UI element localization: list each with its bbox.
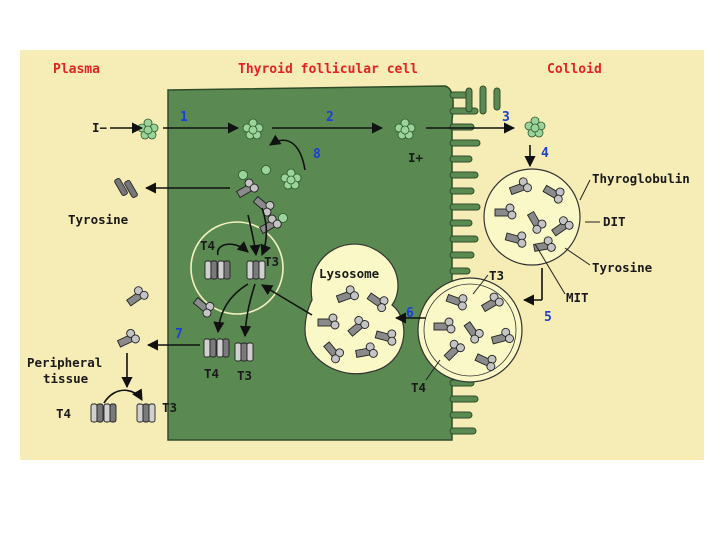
label-iodide-minus: I− <box>92 120 108 135</box>
step-7: 7 <box>175 327 183 342</box>
step-2: 2 <box>326 110 334 125</box>
recycled-iodine <box>238 165 302 223</box>
label-t3-deiodination: T3 <box>264 254 279 269</box>
hormone-t3-vesicle <box>246 260 266 280</box>
label-tissue: tissue <box>43 371 89 386</box>
label-peripheral: Peripheral <box>27 355 102 370</box>
label-mit: MIT <box>566 290 589 305</box>
tyrosine-released <box>114 177 138 199</box>
header-plasma: Plasma <box>53 62 100 77</box>
label-lysosome: Lysosome <box>319 266 380 281</box>
step-3: 3 <box>502 110 510 125</box>
step-4: 4 <box>541 146 549 161</box>
colloid-droplet-inner <box>423 283 517 377</box>
label-t4-release: T4 <box>204 366 219 381</box>
label-t4-deiodination: T4 <box>200 238 215 253</box>
label-thyroglobulin: Thyroglobulin <box>592 171 690 186</box>
label-t3-peripheral: T3 <box>162 400 177 415</box>
deiodination-vesicle <box>190 221 284 315</box>
step-1: 1 <box>180 110 188 125</box>
step-5: 5 <box>544 310 552 325</box>
hormone-t3-release <box>234 342 254 362</box>
step-6: 6 <box>406 306 414 321</box>
label-t4-peripheral: T4 <box>56 406 71 421</box>
label-tyrosine-left: Tyrosine <box>68 212 129 227</box>
lysosome <box>304 243 405 375</box>
label-tyrosine-right: Tyrosine <box>592 260 653 275</box>
label-iodide-plus: I+ <box>408 150 424 165</box>
microvilli <box>449 85 501 435</box>
label-t4-colloid: T4 <box>411 380 426 395</box>
label-dit: DIT <box>603 214 626 229</box>
peripheral-t3 <box>136 403 156 423</box>
label-t3-release: T3 <box>237 368 252 383</box>
step-8: 8 <box>313 147 321 162</box>
label-t3-colloid: T3 <box>489 268 504 283</box>
header-colloid: Colloid <box>547 62 602 77</box>
header-cell: Thyroid follicular cell <box>238 62 418 77</box>
arrows <box>103 122 600 404</box>
